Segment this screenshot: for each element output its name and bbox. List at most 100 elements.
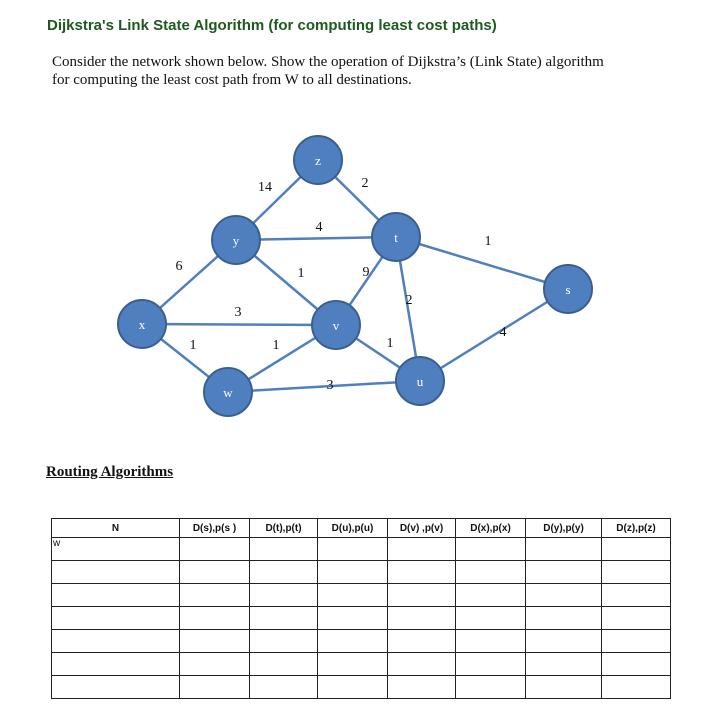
table-cell — [249, 560, 318, 584]
node-circle-y — [211, 215, 261, 265]
table-cell — [249, 629, 318, 653]
table-cell — [601, 629, 671, 653]
edge-cost-z-t: 2 — [362, 176, 369, 191]
node-label-x: x — [139, 317, 146, 332]
table-cell — [317, 675, 388, 699]
edge-cost-t-u: 2 — [406, 293, 413, 308]
table-cell — [51, 675, 180, 699]
edge-cost-t-v: 9 — [363, 265, 370, 280]
edge-cost-x-w: 1 — [190, 338, 197, 353]
table-cell — [317, 583, 388, 607]
edge-cost-v-u: 1 — [387, 336, 394, 351]
table-row — [51, 675, 671, 699]
edge-cost-w-v: 1 — [273, 338, 280, 353]
table-cell — [455, 652, 526, 676]
table-cell — [179, 652, 250, 676]
table-cell — [387, 629, 456, 653]
table-cell — [601, 675, 671, 699]
table-cell — [51, 629, 180, 653]
edge-u-s — [419, 287, 569, 383]
edge-cost-u-s: 4 — [500, 325, 507, 340]
edge-cost-x-v: 3 — [235, 305, 242, 320]
table-cell — [51, 606, 180, 630]
table-cell — [601, 560, 671, 584]
table-header-cell: N — [51, 518, 180, 538]
table-cell — [387, 675, 456, 699]
section-heading: Routing Algorithms — [46, 464, 174, 480]
table-cell — [525, 675, 602, 699]
table-cell — [455, 583, 526, 607]
table-cell — [179, 560, 250, 584]
table-header-cell: D(u),p(u) — [317, 518, 388, 538]
table-cell — [601, 583, 671, 607]
table-cell — [525, 606, 602, 630]
table-cell — [387, 583, 456, 607]
node-circle-x — [117, 299, 167, 349]
table-cell — [51, 560, 180, 584]
edge-cost-y-v: 1 — [298, 266, 305, 281]
page-title: Dijkstra's Link State Algorithm (for com… — [47, 17, 497, 34]
table-row — [51, 560, 671, 584]
table-cell: w — [51, 537, 180, 561]
node-u: u — [395, 356, 445, 406]
table-cell — [51, 652, 180, 676]
node-circle-z — [293, 135, 343, 185]
node-label-w: w — [223, 385, 233, 400]
node-label-v: v — [333, 318, 340, 333]
table-cell — [455, 675, 526, 699]
table-header-cell: D(v) ,p(v) — [387, 518, 456, 538]
edge-w-u — [227, 379, 421, 394]
node-circle-t — [371, 212, 421, 262]
table-cell — [179, 537, 250, 561]
node-label-u: u — [417, 374, 424, 389]
node-t: t — [371, 212, 421, 262]
table-cell — [249, 583, 318, 607]
problem-line-2: for computing the least cost path from W… — [52, 72, 412, 88]
table-row — [51, 652, 671, 676]
table-cell — [317, 652, 388, 676]
edge-cost-z-y: 14 — [258, 180, 272, 195]
table-cell — [317, 537, 388, 561]
table-header-cell: D(z),p(z) — [601, 518, 671, 538]
edge-t-s — [395, 235, 569, 291]
node-y: y — [211, 215, 261, 265]
table-cell — [317, 629, 388, 653]
table-row — [51, 606, 671, 630]
edge-x-v — [141, 322, 337, 327]
table-cell — [601, 606, 671, 630]
table-cell — [601, 652, 671, 676]
node-circle-u — [395, 356, 445, 406]
table-cell — [455, 629, 526, 653]
table-cell — [387, 652, 456, 676]
table-cell — [249, 675, 318, 699]
table-cell — [179, 606, 250, 630]
edge-y-t — [235, 235, 397, 242]
table-cell — [387, 560, 456, 584]
problem-line-1: Consider the network shown below. Show t… — [52, 54, 604, 70]
node-label-s: s — [565, 282, 570, 297]
node-circle-w — [203, 367, 253, 417]
table-cell — [525, 629, 602, 653]
table-cell — [179, 583, 250, 607]
table-cell — [179, 629, 250, 653]
node-s: s — [543, 264, 593, 314]
table-cell — [387, 537, 456, 561]
table-cell — [249, 537, 318, 561]
node-label-y: y — [233, 233, 240, 248]
node-label-z: z — [315, 153, 321, 168]
table-cell — [525, 537, 602, 561]
table-header-cell: D(t),p(t) — [249, 518, 318, 538]
node-x: x — [117, 299, 167, 349]
edge-cost-y-x: 6 — [176, 259, 183, 274]
node-v: v — [311, 300, 361, 350]
problem-statement: Consider the network shown below. Show t… — [52, 53, 672, 89]
node-circle-v — [311, 300, 361, 350]
node-z: z — [293, 135, 343, 185]
table-cell — [455, 560, 526, 584]
node-label-t: t — [394, 230, 398, 245]
node-circle-s — [543, 264, 593, 314]
table-cell — [249, 652, 318, 676]
table-cell — [525, 652, 602, 676]
